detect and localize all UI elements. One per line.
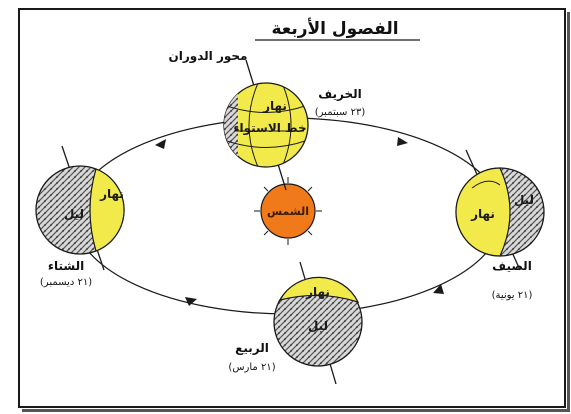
- globe-day-side: [89, 168, 125, 252]
- sun-disc: [260, 183, 316, 239]
- day-label: نهار: [470, 207, 495, 221]
- night-label: ليل: [64, 207, 84, 221]
- globe-winter: نهار ليل: [35, 145, 125, 271]
- sun: الشمس: [254, 177, 322, 245]
- day-label: نهار: [262, 99, 287, 113]
- spring-name: الربيع: [235, 341, 269, 355]
- autumn-name: الخريف: [318, 87, 362, 101]
- equator-label: خط الاستواء: [233, 121, 306, 136]
- globe-spring: نهار ليل: [273, 261, 363, 385]
- globe-autumn: نهار خط الاستواء: [223, 59, 309, 191]
- day-label: نهار: [99, 187, 124, 201]
- summer-date: (٢١ يونية): [492, 290, 533, 301]
- sun-label: الشمس: [267, 205, 309, 218]
- spring-date: (٢١ مارس): [228, 362, 275, 373]
- orbit-arrow-bottom-right: [433, 284, 444, 294]
- day-label: نهار: [305, 285, 330, 299]
- diagram-title: الفصول الأربعة: [271, 18, 398, 39]
- orbit-arrow-top-right: [397, 137, 408, 146]
- night-label: ليل: [514, 193, 534, 207]
- summer-name: الصيف: [492, 259, 532, 273]
- globe-day-side: [278, 276, 360, 303]
- globe-lines: [471, 180, 501, 189]
- winter-name: الشتاء: [48, 259, 84, 273]
- night-label: ليل: [308, 319, 328, 333]
- globe-summer: نهار ليل: [455, 149, 545, 271]
- globe-day-side: [455, 167, 511, 257]
- orbit-arrow-bottom-left: [185, 297, 197, 306]
- winter-date: (٢١ ديسمبر): [40, 277, 92, 288]
- autumn-date: (٢٣ سبتمبر): [315, 107, 366, 118]
- frame-shadow: [22, 12, 570, 412]
- axis-label: محور الدوران: [169, 49, 248, 64]
- orbit-arrow-top-left: [155, 139, 166, 149]
